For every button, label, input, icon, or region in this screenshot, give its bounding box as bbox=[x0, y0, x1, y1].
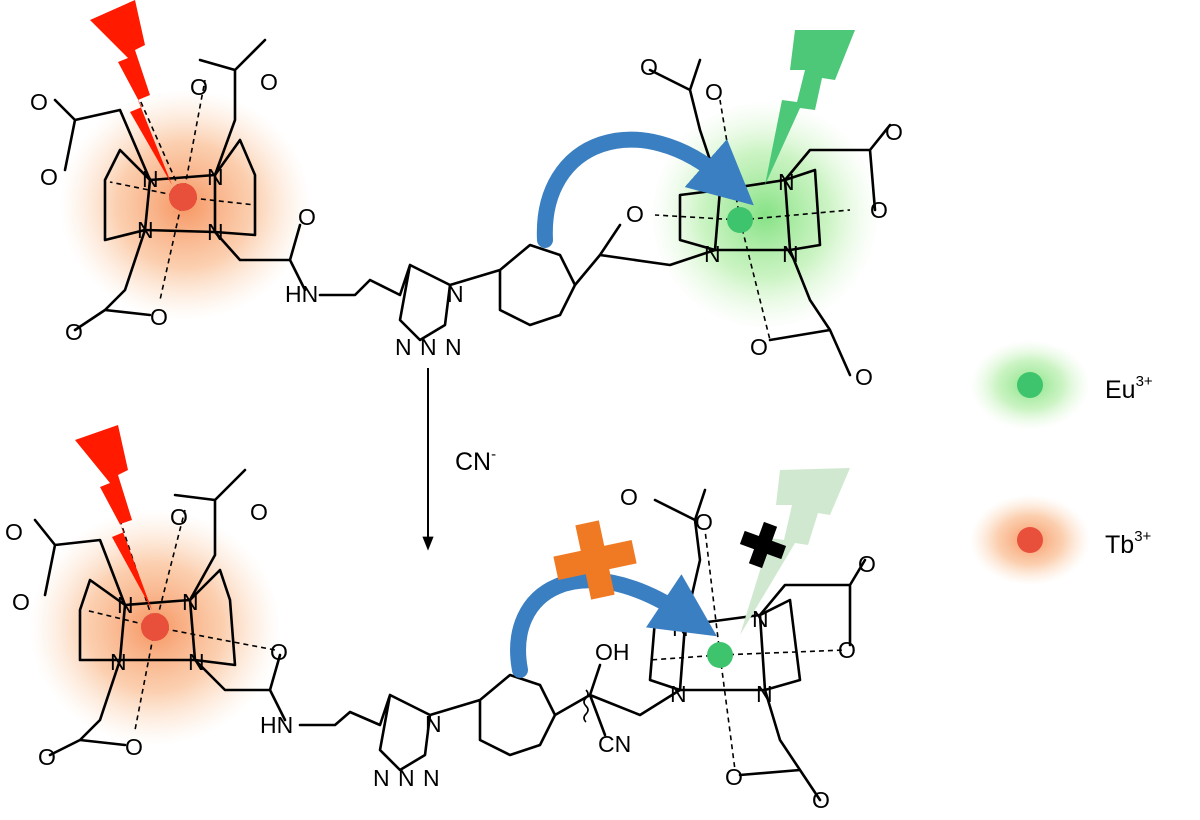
o-atom: O bbox=[40, 164, 58, 190]
legend-item-eu: Eu3+ bbox=[970, 340, 1153, 430]
legend-eu-swatch bbox=[1017, 372, 1043, 398]
legend-tb-label: Tb3+ bbox=[1105, 528, 1152, 559]
o-atom: O bbox=[250, 499, 268, 525]
eu-ion-bottom bbox=[707, 642, 733, 668]
o-atom: O bbox=[838, 637, 856, 663]
excitation-lightning-bolt-icon bbox=[90, 0, 172, 185]
n-atom: N bbox=[395, 334, 412, 360]
o-atom: O bbox=[812, 787, 830, 813]
linker-top: HN N N N N bbox=[285, 223, 637, 360]
hn-group: HN bbox=[260, 712, 293, 738]
o-atom: O bbox=[640, 54, 658, 80]
energy-transfer-curved-arrow-icon bbox=[510, 572, 717, 678]
o-atom: O bbox=[270, 639, 288, 665]
o-atom: O bbox=[620, 484, 638, 510]
o-atom: O bbox=[170, 504, 188, 530]
o-atom: O bbox=[855, 364, 873, 390]
legend-eu-label: Eu3+ bbox=[1105, 373, 1153, 404]
o-atom: O bbox=[65, 319, 83, 345]
quenched-emission-lightning-bolt-icon bbox=[740, 468, 850, 635]
hn-group: HN bbox=[285, 281, 318, 307]
o-atom: O bbox=[870, 197, 888, 223]
quench-cross-icon bbox=[739, 521, 787, 569]
o-atom: O bbox=[12, 589, 30, 615]
eu-complex-top: N N N N O O O O O O O bbox=[626, 54, 903, 390]
n-atom: N bbox=[752, 606, 769, 632]
emission-lightning-bolt-icon bbox=[765, 30, 855, 185]
tb-complex-bottom: N N N N O O O O O O O bbox=[5, 468, 288, 770]
eu-ion-top bbox=[727, 207, 753, 233]
n-atom: N bbox=[420, 334, 437, 360]
excitation-lightning-bolt-icon bbox=[75, 425, 152, 610]
linker-bottom: HN N N N N OH CN bbox=[260, 639, 682, 791]
legend: Eu3+ Tb3+ bbox=[970, 340, 1153, 585]
eu-glow bbox=[650, 100, 880, 330]
blocked-cross-icon bbox=[553, 520, 637, 600]
n-atom: N bbox=[110, 649, 127, 675]
o-atom: O bbox=[5, 519, 23, 545]
n-atom: N bbox=[142, 166, 159, 192]
n-atom: N bbox=[188, 649, 205, 675]
legend-item-tb: Tb3+ bbox=[970, 495, 1152, 585]
o-atom: O bbox=[190, 74, 208, 100]
n-atom: N bbox=[117, 592, 134, 618]
n-atom: N bbox=[445, 334, 462, 360]
top-molecule: N N N N O O O O O O O HN N N N N bbox=[30, 0, 903, 390]
n-atom: N bbox=[778, 169, 795, 195]
o-atom: O bbox=[260, 69, 278, 95]
o-atom: O bbox=[695, 509, 713, 535]
n-atom: N bbox=[447, 281, 464, 307]
o-atom: O bbox=[725, 764, 743, 790]
n-atom: N bbox=[207, 164, 224, 190]
reaction-arrow: CN- bbox=[422, 368, 496, 551]
o-atom: O bbox=[885, 119, 903, 145]
o-atom: O bbox=[30, 89, 48, 115]
o-atom: O bbox=[858, 551, 876, 577]
tb-ion-top bbox=[169, 183, 197, 211]
n-atom: N bbox=[182, 589, 199, 615]
o-atom: O bbox=[38, 744, 56, 770]
n-atom: N bbox=[670, 681, 687, 707]
o-atom: O bbox=[626, 201, 644, 227]
cn-group: CN bbox=[598, 731, 631, 757]
tb-ion-bottom bbox=[141, 613, 169, 641]
n-atom: N bbox=[425, 711, 442, 737]
n-atom: N bbox=[137, 217, 154, 243]
n-atom: N bbox=[756, 681, 773, 707]
tb-complex-top: N N N N O O O O O O O bbox=[30, 38, 316, 345]
oh-group: OH bbox=[595, 639, 630, 665]
bottom-molecule: N N N N O O O O O O O HN N N N N OH CN bbox=[5, 425, 876, 813]
energy-transfer-curved-arrow-icon bbox=[536, 131, 754, 248]
n-atom: N bbox=[207, 219, 224, 245]
reagent-label: CN- bbox=[455, 446, 496, 476]
o-atom: O bbox=[150, 304, 168, 330]
n-atom: N bbox=[373, 765, 390, 791]
n-atom: N bbox=[423, 765, 440, 791]
legend-tb-swatch bbox=[1017, 527, 1043, 553]
n-atom: N bbox=[704, 241, 721, 267]
o-atom: O bbox=[750, 334, 768, 360]
o-atom: O bbox=[125, 734, 143, 760]
n-atom: N bbox=[782, 241, 799, 267]
o-atom: O bbox=[705, 79, 723, 105]
o-atom: O bbox=[298, 204, 316, 230]
n-atom: N bbox=[398, 765, 415, 791]
